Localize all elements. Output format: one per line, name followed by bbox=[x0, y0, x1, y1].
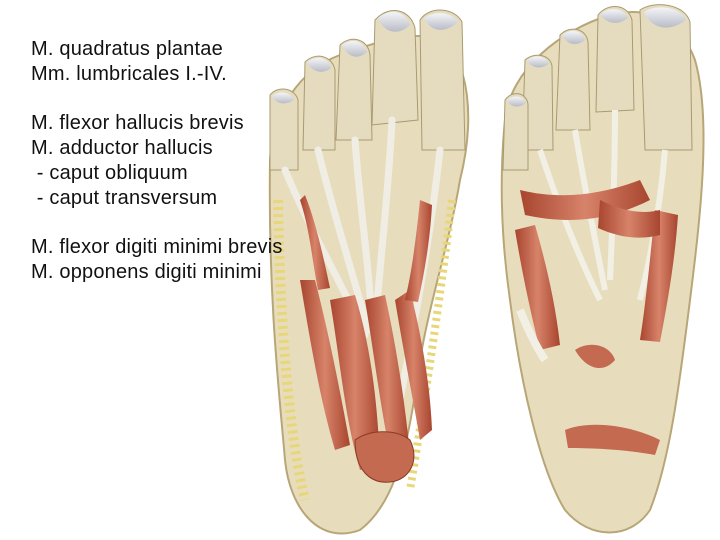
label-opponens-digiti-minimi: M. opponens digiti minimi bbox=[31, 261, 262, 283]
right-foot bbox=[500, 4, 705, 534]
label-flexor-hallucis-brevis: M. flexor hallucis brevis bbox=[31, 112, 244, 134]
label-adductor-hallucis: M. adductor hallucis bbox=[31, 137, 213, 159]
muscle-label-list: M. quadratus plantae Mm. lumbricales I.-… bbox=[31, 37, 283, 285]
label-caput-transversum: - caput transversum bbox=[31, 187, 218, 209]
right-toes bbox=[502, 4, 693, 171]
label-flexor-digiti-minimi-brevis: M. flexor digiti minimi brevis bbox=[31, 236, 283, 258]
label-quadratus-plantae: M. quadratus plantae bbox=[31, 38, 223, 60]
label-lumbricales: Mm. lumbricales I.-IV. bbox=[31, 63, 227, 85]
label-caput-obliquum: - caput obliquum bbox=[31, 162, 188, 184]
left-toes bbox=[269, 9, 466, 171]
right-muscles bbox=[515, 180, 678, 455]
left-muscles bbox=[300, 195, 432, 483]
left-foot bbox=[268, 9, 470, 535]
